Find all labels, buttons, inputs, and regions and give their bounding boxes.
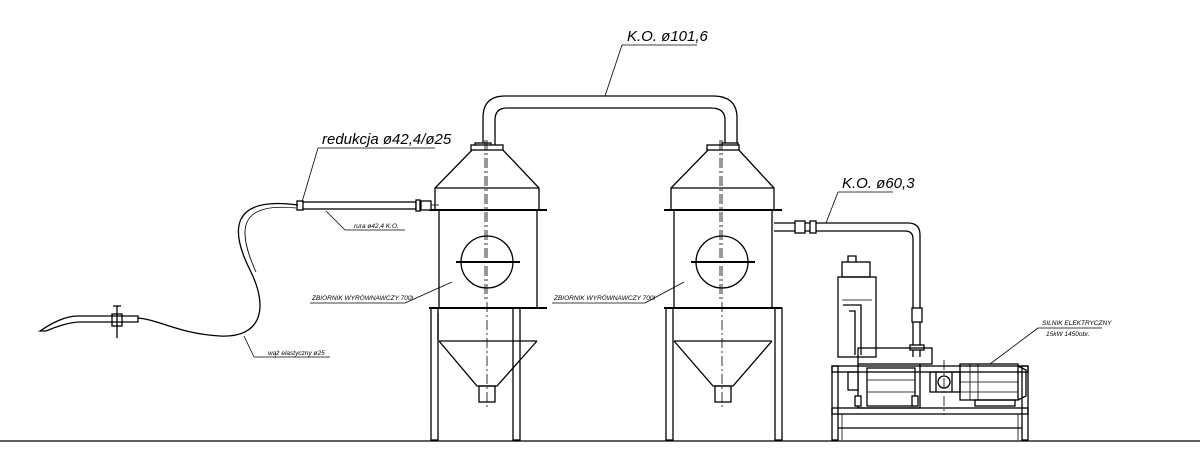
label-pipe-small: rura ø42,4 K.O. — [354, 223, 399, 230]
label-tank-right: ZBIORNIK WYRÓWNAWCZY 700l — [553, 293, 655, 302]
left-tank — [429, 140, 547, 441]
label-motor-title: SILNIK ELEKTRYCZNY — [1042, 320, 1112, 327]
leader-lines — [243, 44, 1102, 365]
pump-unit — [831, 255, 1029, 441]
hose — [137, 203, 299, 337]
reduction-pipe — [296, 199, 439, 212]
label-reduction: redukcja ø42,4/ø25 — [322, 131, 452, 148]
right-pipe — [774, 220, 925, 357]
right-tank — [664, 140, 783, 441]
label-hose: wąż elastyczny ø25 — [268, 350, 325, 357]
nozzle — [37, 305, 139, 338]
label-tank-left: ZBIORNIK WYRÓWNAWCZY 700l — [311, 293, 413, 302]
label-pipe-right: K.O. ø60,3 — [842, 175, 915, 192]
label-motor-spec: 15kW 1450obr. — [1046, 331, 1090, 338]
label-pipe-top: K.O. ø101,6 — [627, 28, 709, 45]
top-pipe — [474, 95, 739, 148]
